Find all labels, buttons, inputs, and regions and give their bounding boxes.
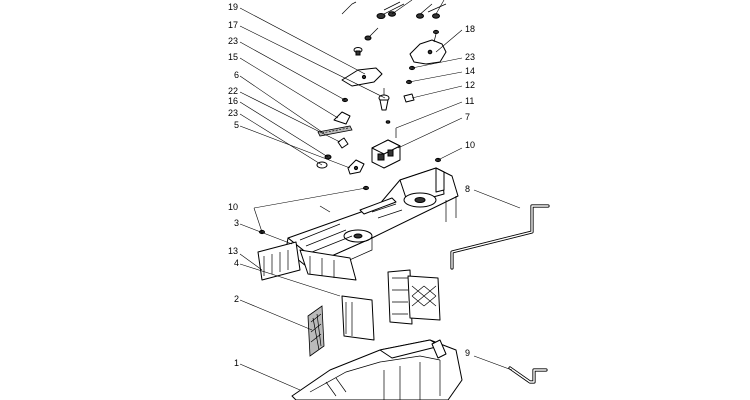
callout-11: 11 <box>465 96 474 106</box>
callout-23: 23 <box>465 52 475 62</box>
part-6-strap <box>317 125 353 137</box>
screw-part <box>353 47 363 56</box>
callout-10: 10 <box>228 202 238 212</box>
part-1-lower-case <box>291 339 463 400</box>
callout-6: 6 <box>234 70 239 80</box>
filter-grille-right <box>387 269 441 325</box>
part-9-rod <box>508 366 548 384</box>
callout-8: 8 <box>465 184 470 194</box>
part-15-clip <box>333 111 351 125</box>
callout-16: 16 <box>228 96 238 106</box>
callout-7: 7 <box>465 112 470 122</box>
callout-9: 9 <box>465 348 470 358</box>
part-13-duct <box>257 241 357 281</box>
callout-5: 5 <box>234 120 239 130</box>
callout-13: 13 <box>228 246 238 256</box>
callout-22: 22 <box>228 86 238 96</box>
callout-labels: 19 17 23 15 6 22 16 23 5 18 23 14 12 11 … <box>228 2 475 368</box>
part-2-filter-panel <box>307 295 375 357</box>
callout-2: 2 <box>234 294 239 304</box>
callout-10: 10 <box>465 140 475 150</box>
callout-3: 3 <box>234 218 239 228</box>
part-18-bracket <box>409 29 447 71</box>
leader-lines <box>239 0 521 391</box>
part-7-actuator <box>371 139 401 169</box>
part-17-plate <box>341 67 390 111</box>
small-fasteners <box>342 79 415 138</box>
part-8-rod <box>450 204 550 270</box>
callout-17: 17 <box>228 20 238 30</box>
callout-19: 19 <box>228 2 238 12</box>
callout-1: 1 <box>234 358 239 368</box>
callout-4: 4 <box>234 258 239 268</box>
left-column-parts <box>316 137 365 175</box>
callout-18: 18 <box>465 24 475 34</box>
callout-23: 23 <box>228 108 238 118</box>
callout-14: 14 <box>465 66 475 76</box>
callout-12: 12 <box>465 80 475 90</box>
callout-23: 23 <box>228 36 238 46</box>
callout-15: 15 <box>228 52 238 62</box>
top-cable-parts <box>341 1 447 41</box>
